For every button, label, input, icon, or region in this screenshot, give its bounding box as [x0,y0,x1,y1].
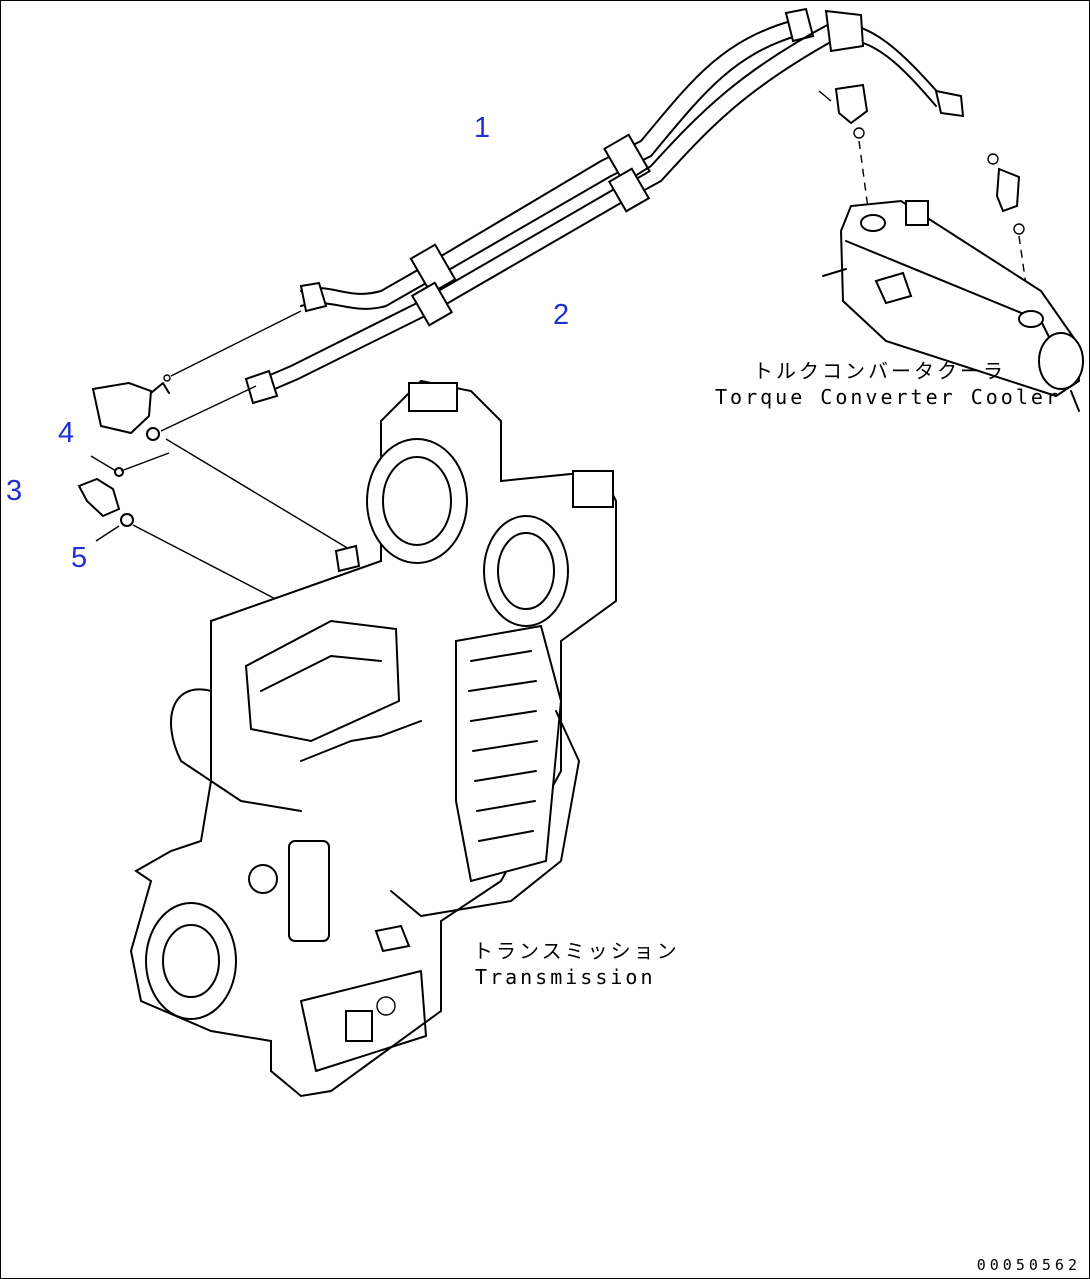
elbow-fittings-3 [77,310,302,518]
hose-1 [299,7,815,313]
o-rings [90,427,350,608]
callout-4: 4 [58,417,75,449]
cooler-label-ja: トルクコンバータクーラ [753,359,1006,383]
transmission-label-en: Transmission [475,965,656,989]
callout-1: 1 [474,112,491,144]
torque-converter-cooler [822,199,1084,412]
transmission-body [129,379,617,1098]
callout-3: 3 [6,475,23,507]
cooler-label-en: Torque Converter Cooler [715,385,1061,409]
callout-5: 5 [71,542,88,574]
callout-2: 2 [553,299,570,331]
transmission-label-ja: トランスミッション [473,939,680,963]
hose-2 [244,21,965,405]
drawing-code: 00050562 [976,1256,1081,1274]
